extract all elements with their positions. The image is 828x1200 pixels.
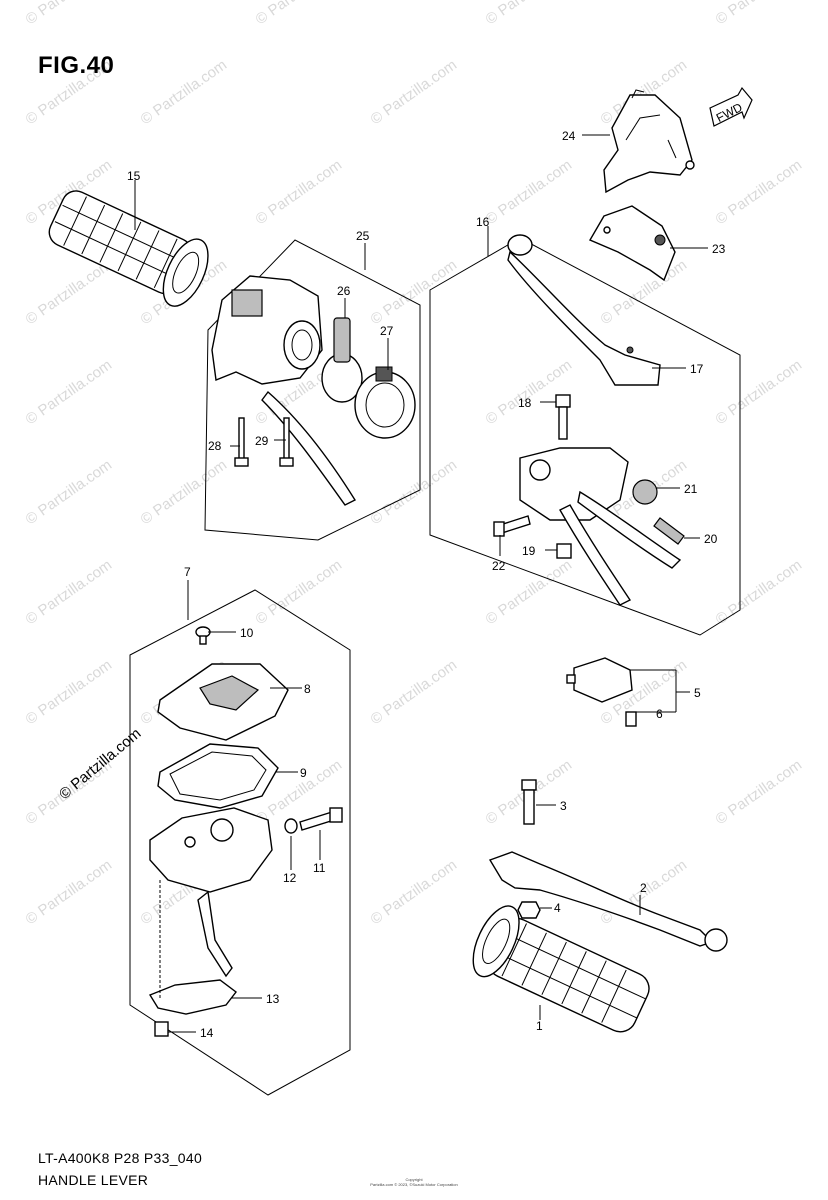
part-10-screw (195, 626, 211, 645)
switch-group-frame (204, 239, 421, 541)
callout-28: 28 (208, 439, 222, 453)
callout-2: 2 (640, 881, 647, 895)
callout-19: 19 (522, 544, 536, 558)
figure-title: FIG.40 (38, 52, 115, 79)
watermark-grid: © Partzilla.com © Partzilla.com © Partzill… (23, 0, 806, 928)
part-27-collar (354, 366, 416, 439)
watermark-text: © Partzilla.com (23, 656, 116, 728)
callout-20: 20 (704, 532, 718, 546)
callout-13: 13 (266, 992, 280, 1006)
part-12-washer (284, 818, 298, 834)
part-25-switch-assembly (211, 275, 357, 506)
part-7-throttle-housing (149, 807, 273, 978)
part-8-cover (157, 663, 289, 741)
part-16-lever-holder (519, 447, 682, 606)
watermark-text: © Partzilla.com (368, 656, 461, 728)
part-20-adjuster (653, 517, 685, 545)
callout-6: 6 (656, 707, 663, 721)
part-23-bracket (588, 205, 676, 282)
part-17-brake-lever (507, 234, 661, 386)
brake-lever-group-frame (429, 237, 741, 636)
callout-15: 15 (127, 169, 141, 183)
figure-caption: HANDLE LEVER (38, 1172, 149, 1188)
watermark-text: © Partzilla.com (368, 856, 461, 928)
callout-26: 26 (337, 284, 351, 298)
callout-10: 10 (240, 626, 254, 640)
copyright-notice: Copyright Partzilla.com © 2023, ©Suzuki … (332, 1177, 496, 1187)
part-29-screw (279, 417, 294, 467)
part-3-bolt (521, 779, 537, 825)
part-15-grip (48, 190, 209, 307)
callout-18: 18 (518, 396, 532, 410)
watermark-text: © Partzilla.com (138, 456, 231, 528)
part-4-nut (517, 901, 541, 919)
watermark-text: © Partzilla.com (368, 456, 461, 528)
part-18-bolt (555, 394, 571, 440)
callout-27: 27 (380, 324, 394, 338)
watermark-text: © Partzilla.com (368, 256, 461, 328)
callout-17: 17 (690, 362, 704, 376)
part-26-switch-knob (321, 317, 363, 403)
part-22-bolt (493, 515, 531, 537)
watermark-text: © Partzilla.com (23, 556, 116, 628)
model-code: LT-A400K8 P28 P33_040 (38, 1150, 203, 1166)
watermark-text: © Partzilla.com (23, 456, 116, 528)
copyright-line-1: Copyright (405, 1177, 423, 1182)
callout-29: 29 (255, 434, 269, 448)
part-24-switch-housing (603, 89, 695, 194)
callout-9: 9 (300, 766, 307, 780)
callout-12: 12 (283, 871, 297, 885)
callout-24: 24 (562, 129, 576, 143)
callout-1: 1 (536, 1019, 543, 1033)
part-6-screw (625, 711, 637, 727)
watermark-text: © Partzilla.com (713, 756, 806, 828)
watermark-text: © Partzilla.com (713, 156, 806, 228)
part-2-lever (488, 851, 728, 952)
callout-23: 23 (712, 242, 726, 256)
callout-16: 16 (476, 215, 490, 229)
callout-11: 11 (313, 861, 326, 875)
copyright-line-2: Partzilla.com © 2023, ©Suzuki Motor Corp… (370, 1182, 458, 1187)
watermark-text: © Partzilla.com (713, 356, 806, 428)
watermark-text: © Partzilla.com (713, 0, 806, 28)
throttle-group-frame (129, 589, 351, 1096)
callout-3: 3 (560, 799, 567, 813)
part-19-nut (556, 543, 572, 559)
part-21-cap (632, 479, 658, 505)
callout-21: 21 (684, 482, 698, 496)
watermark-text: © Partzilla.com (253, 0, 346, 28)
callout-14: 14 (200, 1026, 214, 1040)
callout-4: 4 (554, 901, 561, 915)
watermark-text: © Partzilla.com (138, 56, 231, 128)
watermark-text: © Partzilla.com (23, 0, 116, 28)
part-9-gasket (157, 743, 279, 809)
watermark-text: © Partzilla.com (368, 56, 461, 128)
fwd-arrow-icon: FWD (709, 86, 753, 127)
part-1-grip (472, 905, 650, 1033)
callout-25: 25 (356, 229, 370, 243)
part-11-bolt (299, 807, 343, 831)
callout-5: 5 (694, 686, 701, 700)
part-5-switch (566, 657, 633, 703)
watermark-text: © Partzilla.com (23, 256, 116, 328)
callout-8: 8 (304, 682, 311, 696)
callout-22: 22 (492, 559, 506, 573)
watermark-text: © Partzilla.com (23, 856, 116, 928)
part-14-screw (154, 1021, 169, 1037)
callout-7: 7 (184, 565, 191, 579)
part-28-screw (234, 417, 249, 467)
watermark-text: © Partzilla.com (23, 356, 116, 428)
watermark-text: © Partzilla.com (483, 0, 576, 28)
watermark-text: © Partzilla.com (253, 156, 346, 228)
leader-lines (134, 134, 708, 1033)
watermark-text: © Partzilla.com (713, 556, 806, 628)
part-13-cover (148, 979, 237, 1015)
watermark-text: © Partzilla.com (483, 156, 576, 228)
